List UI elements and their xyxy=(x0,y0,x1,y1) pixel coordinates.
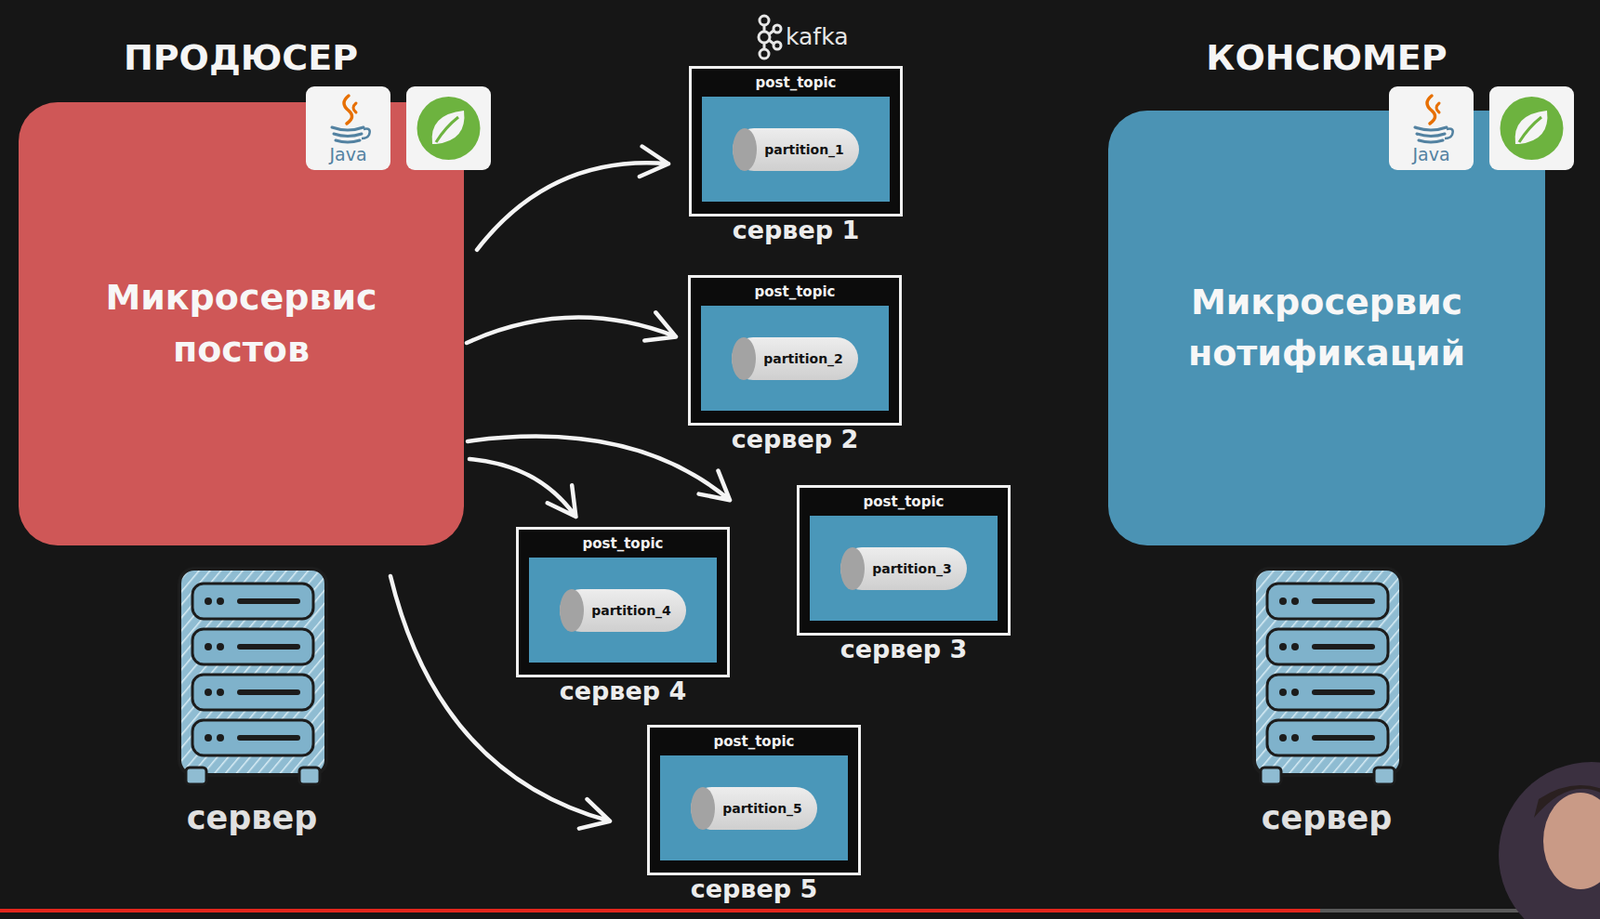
java-icon-text: Java xyxy=(329,145,367,166)
broker-label: сервер 2 xyxy=(731,425,860,454)
java-icon xyxy=(1388,86,1474,171)
java-icon-text: Java xyxy=(1412,145,1450,166)
arrow-connector xyxy=(466,312,676,344)
spring-icon xyxy=(406,86,491,171)
video-progress-bar xyxy=(0,909,1600,913)
topic-name: post_topic xyxy=(690,283,900,301)
role-heading: ПРОДЮСЕР xyxy=(123,38,358,80)
server-caption: сервер xyxy=(1261,799,1392,837)
partition-name: partition_2 xyxy=(763,351,844,367)
server-icon xyxy=(1254,568,1402,785)
kafka-broker-box: post_topicсервер 3partition_3 xyxy=(796,485,1011,636)
kafka-broker-box: post_topicсервер 1partition_1 xyxy=(688,66,903,217)
partition-name: partition_1 xyxy=(764,142,845,158)
topic-name: post_topic xyxy=(518,535,728,553)
spring-icon xyxy=(1489,86,1574,171)
service-name: Микросервис нотификаций xyxy=(1159,267,1495,389)
role-heading: КОНСЮМЕР xyxy=(1205,38,1447,80)
service-box: Микросервис нотификаций xyxy=(1108,110,1546,546)
kafka-broker-box: post_topicсервер 4partition_4 xyxy=(515,527,730,678)
server-icon xyxy=(179,568,327,785)
partition-pill: partition_2 xyxy=(731,337,859,381)
topic-name: post_topic xyxy=(649,733,859,751)
arrow-connector xyxy=(469,459,576,517)
kafka-logo xyxy=(758,15,781,59)
arrow-connector xyxy=(476,146,669,251)
partition-name: partition_4 xyxy=(591,603,672,619)
partition-pill: partition_3 xyxy=(840,547,967,591)
broker-label: сервер 1 xyxy=(732,216,860,245)
broker-label: сервер 5 xyxy=(690,875,819,904)
kafka-broker-box: post_topicсервер 2partition_2 xyxy=(687,275,902,426)
topic-name: post_topic xyxy=(691,74,900,92)
partition-pill: partition_4 xyxy=(559,589,687,633)
service-box: Микросервис постов xyxy=(18,102,464,546)
topic-name: post_topic xyxy=(799,493,1008,511)
partition-name: partition_3 xyxy=(872,561,953,577)
presenter-webcam xyxy=(1498,762,1600,919)
partition-name: partition_5 xyxy=(722,801,803,817)
kafka-logo-text: kafka xyxy=(785,24,849,52)
service-name: Микросервис постов xyxy=(74,263,410,384)
server-caption: сервер xyxy=(186,799,318,837)
kafka-broker-box: post_topicсервер 5partition_5 xyxy=(647,725,861,876)
partition-pill: partition_1 xyxy=(732,128,860,172)
broker-label: сервер 4 xyxy=(559,677,688,706)
java-icon xyxy=(305,86,391,171)
broker-label: сервер 3 xyxy=(840,635,968,664)
partition-pill: partition_5 xyxy=(690,787,818,831)
